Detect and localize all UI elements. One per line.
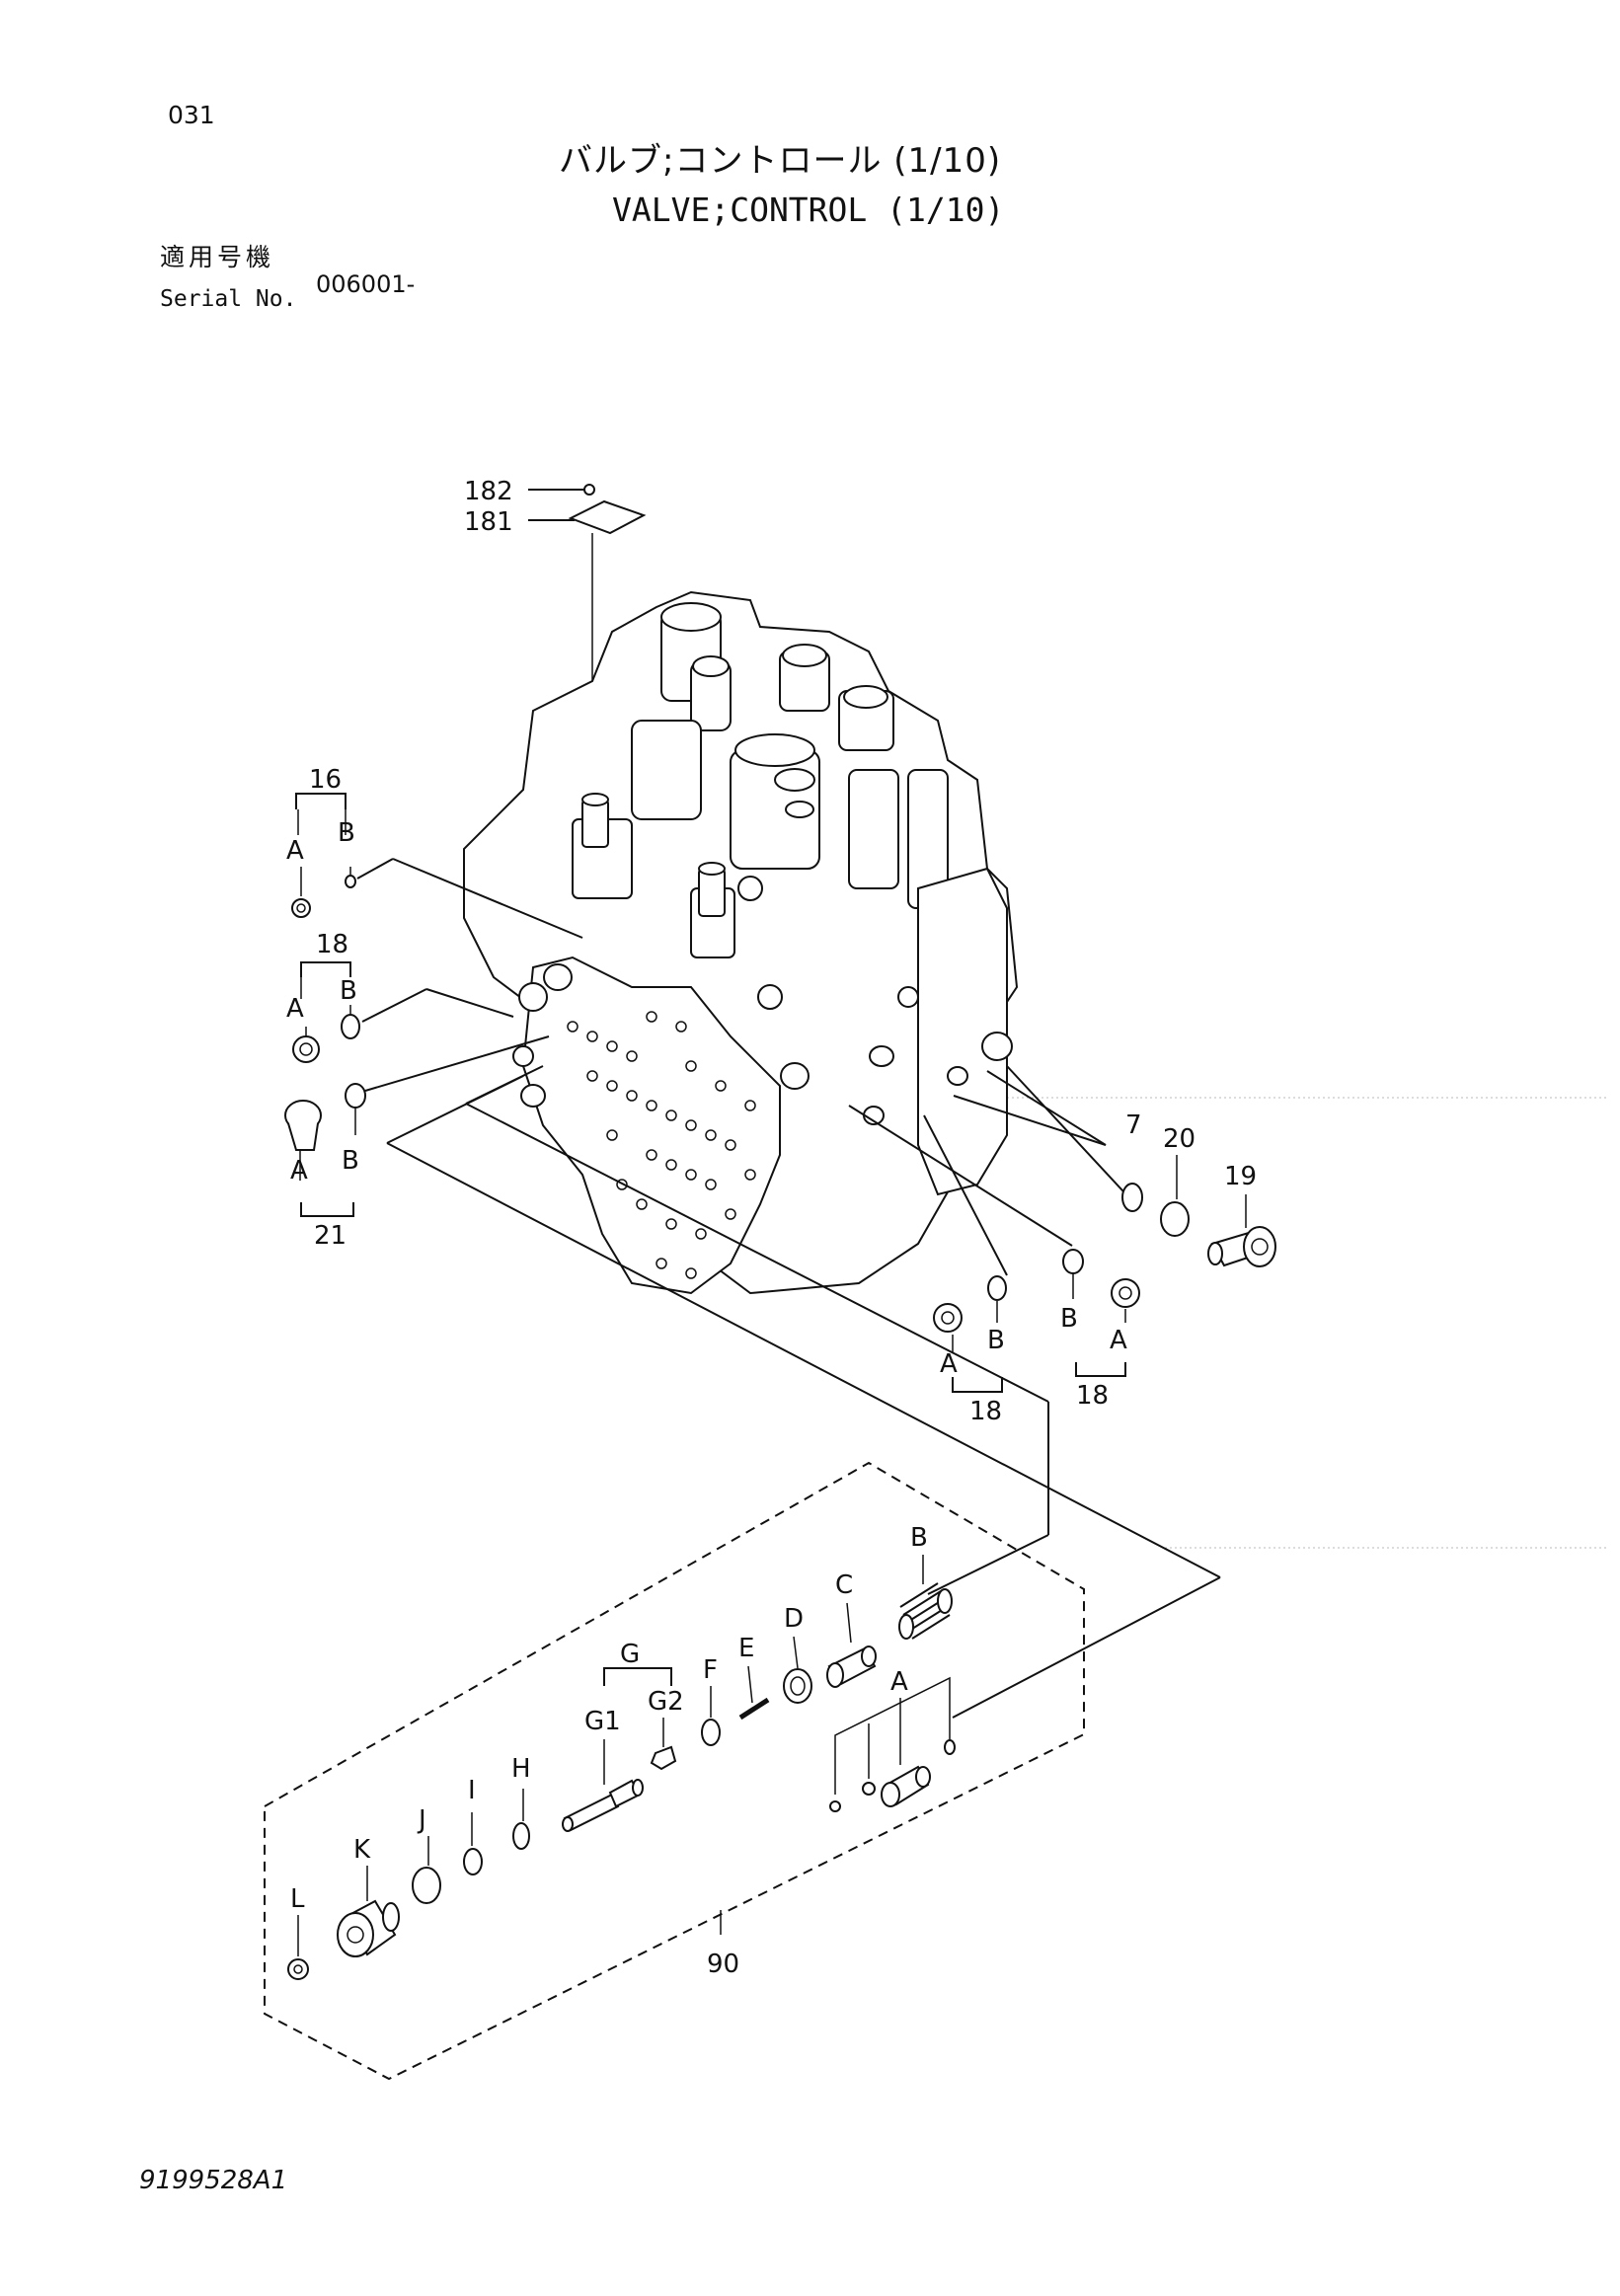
o-ring-part-7 <box>953 1065 1143 1212</box>
plug-part-19 <box>1207 1194 1276 1267</box>
drawing-number: 9199528A1 <box>139 2166 288 2195</box>
backup-ring-part-i <box>463 1812 483 1875</box>
callout-16-a: A <box>286 836 304 866</box>
plunger-part-g2 <box>650 1718 677 1771</box>
callout-kit-g: G <box>620 1640 640 1669</box>
callout-18-right-a: A <box>1110 1326 1127 1355</box>
callout-18-left: 18 <box>316 930 348 959</box>
leader-line <box>386 1142 1221 1578</box>
pin-part-e <box>738 1665 770 1721</box>
serial-label-japanese: 適用号機 <box>160 243 275 271</box>
collar-part-d <box>783 1636 812 1704</box>
callout-16-b: B <box>338 818 355 848</box>
cap-part-k <box>337 1866 400 1957</box>
callout-16: 16 <box>309 765 342 795</box>
o-ring-part-20 <box>1160 1155 1190 1237</box>
callout-kit-j: J <box>417 1805 426 1835</box>
page-number: 031 <box>168 101 215 129</box>
callout-18-left-b: B <box>340 976 357 1006</box>
leader-line <box>465 1065 544 1105</box>
callout-18-left-a: A <box>286 994 304 1024</box>
o-ring-part-h <box>512 1789 530 1850</box>
leader-line <box>923 1114 1008 1276</box>
callout-18-mid-a: A <box>940 1349 958 1379</box>
callout-kit-l: L <box>290 1884 305 1914</box>
callout-kit-e: E <box>738 1634 754 1663</box>
callout-18-mid: 18 <box>969 1397 1002 1426</box>
leader-line <box>465 1103 1049 1403</box>
serial-label-english: Serial No. <box>160 286 297 312</box>
callout-21-b: B <box>342 1146 359 1176</box>
callout-181: 181 <box>464 507 513 537</box>
callout-kit-g2: G2 <box>648 1687 684 1717</box>
callout-kit-c: C <box>835 1570 853 1600</box>
callout-21-a: A <box>290 1156 308 1186</box>
callout-19: 19 <box>1224 1162 1257 1191</box>
callout-18-right-b: B <box>1060 1304 1078 1334</box>
callout-kit-k: K <box>353 1835 371 1865</box>
plug-part-21 <box>284 1035 550 1217</box>
plug-part-18-left <box>292 961 514 1063</box>
plug-part-18-right-b <box>1062 1249 1140 1377</box>
serial-number-value: 006001- <box>316 270 416 298</box>
leader-line <box>952 1576 1221 1719</box>
control-valve-body <box>463 590 1019 1295</box>
plug-part-18-right-a <box>933 1275 1007 1393</box>
seat-part-c <box>826 1602 877 1688</box>
callout-21: 21 <box>314 1221 347 1251</box>
callout-kit-h: H <box>511 1754 531 1784</box>
bracket-g <box>603 1667 672 1686</box>
page-title-japanese: バルブ;コントロール (1/10) <box>559 141 1002 181</box>
kit-90-outline <box>264 1461 1085 2081</box>
callout-20: 20 <box>1163 1124 1196 1154</box>
callout-kit-d: D <box>784 1604 804 1634</box>
callout-kit-i: I <box>468 1776 476 1805</box>
plug-part-kit-a <box>829 1676 956 1812</box>
callout-18-mid-b: B <box>987 1326 1005 1355</box>
spool-part-g1 <box>562 1739 644 1832</box>
callout-kit-f: F <box>703 1655 718 1685</box>
o-ring-part-j <box>412 1836 441 1904</box>
callout-kit-a: A <box>890 1667 908 1697</box>
callout-7: 7 <box>1125 1110 1142 1140</box>
callout-18-right: 18 <box>1076 1381 1109 1411</box>
callout-90: 90 <box>707 1950 739 1979</box>
callout-182: 182 <box>464 477 513 506</box>
o-ring-part-f <box>701 1686 721 1746</box>
leader-line <box>848 1105 1073 1247</box>
spring-part-b <box>898 1555 953 1640</box>
callout-kit-b: B <box>910 1523 928 1553</box>
page-title-english: VALVE;CONTROL (1/10) <box>612 191 1005 229</box>
leader-line <box>927 1534 1049 1595</box>
plug-part-16 <box>291 793 583 939</box>
nut-part-l <box>287 1915 309 1980</box>
callout-kit-g1: G1 <box>584 1707 621 1736</box>
